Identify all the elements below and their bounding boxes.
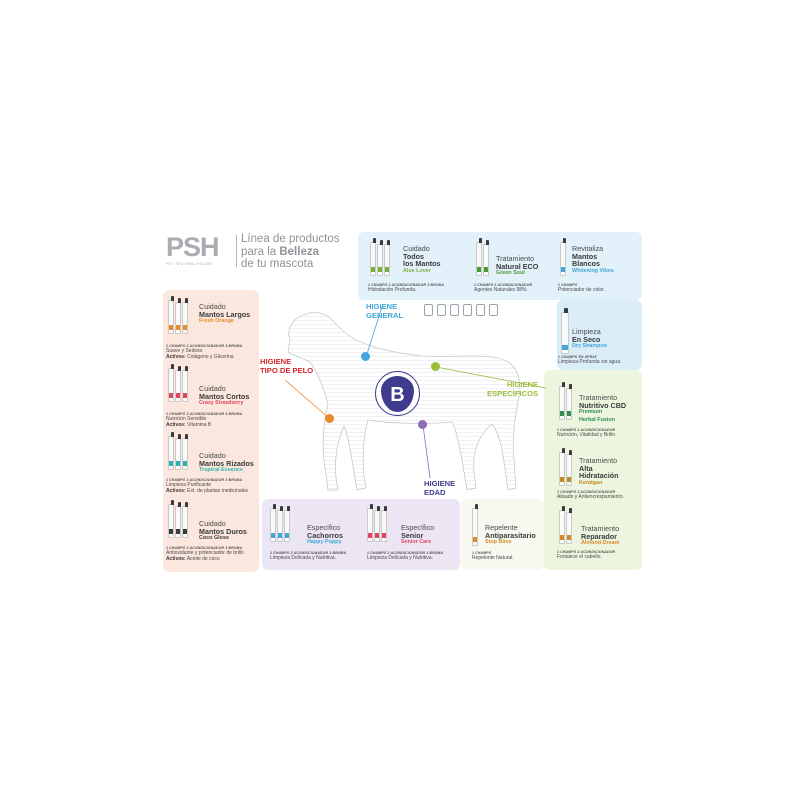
bottles-icon bbox=[559, 448, 572, 486]
title-divider bbox=[236, 235, 237, 267]
paw-icon bbox=[476, 304, 485, 316]
panel-limpieza-en-seco bbox=[557, 300, 642, 370]
bottles-icon bbox=[559, 506, 572, 544]
higiene-edad-dot bbox=[418, 420, 427, 429]
higiene-tipo-pelo-dot bbox=[325, 414, 334, 423]
logo-mark: PSH bbox=[166, 232, 220, 262]
panel-higiene-edad bbox=[262, 499, 460, 570]
bottles-icon bbox=[168, 432, 188, 470]
product-en-seco[interactable]: Limpieza En Seco Dry Shampoo 1 CHAMPÚ EN… bbox=[558, 304, 640, 368]
product-mantos-duros[interactable]: Cuidado Mantos Duros Coco Gloss 1 CHAMPÚ… bbox=[166, 500, 258, 568]
product-nutritivo-cbd[interactable]: Tratamiento Nutritivo CBD Premium Herbal… bbox=[557, 378, 641, 442]
product-repelente[interactable]: Repelente Antiparasitario Stop Bites 1 C… bbox=[470, 502, 544, 568]
bottles-icon bbox=[168, 296, 188, 334]
spray-bottle-icon bbox=[561, 308, 569, 354]
bottles-icon bbox=[168, 364, 188, 402]
brand-badge-letter: B bbox=[381, 375, 414, 412]
bottles-icon bbox=[370, 238, 390, 276]
bottles-icon bbox=[476, 238, 489, 276]
page-title: Línea de productos para la Belleza de tu… bbox=[241, 233, 339, 271]
higiene-especificos-dot bbox=[431, 362, 440, 371]
product-mantos-largos[interactable]: Cuidado Mantos Largos Fresh Orange 1 CHA… bbox=[166, 296, 258, 360]
psh-logo: PSH PET SPA HEALTHCARE bbox=[166, 234, 234, 270]
higiene-general-dot bbox=[361, 352, 370, 361]
bottles-icon bbox=[472, 504, 478, 546]
brand-badge: B bbox=[375, 371, 420, 416]
product-todos-los-mantos[interactable]: Cuidado Todos los Mantos Aloe Lover 1 CH… bbox=[368, 236, 460, 298]
product-cachorros[interactable]: Específico Cachorros Happy Puppy 1 CHAMP… bbox=[268, 502, 360, 568]
bottles-icon bbox=[270, 504, 290, 542]
product-mantos-cortos[interactable]: Cuidado Mantos Cortos Crazy Strawberry 1… bbox=[166, 364, 258, 432]
bottle-icon bbox=[424, 304, 433, 316]
product-alta-hidratacion[interactable]: Tratamiento Alta Hidratación Keratgan 1 … bbox=[557, 444, 641, 504]
panel-higiene-general bbox=[358, 232, 642, 300]
category-especificos: HIGIENE ESPECÍFICOS bbox=[487, 380, 539, 398]
product-senior[interactable]: Específico Senior Senior Care 1 CHAMPÚ 2… bbox=[365, 502, 457, 568]
bottles-icon bbox=[168, 500, 188, 538]
category-tipo-de-pelo: HIGIENE TIPO DE PELO bbox=[260, 357, 314, 375]
category-general: HIGIENE GENERAL bbox=[366, 302, 404, 320]
bottles-icon bbox=[560, 238, 566, 276]
product-mantos-rizados[interactable]: Cuidado Mantos Rizados Tropical Essence … bbox=[166, 432, 258, 498]
product-natural-eco[interactable]: Tratamiento Natural ECO Green Soul 1 CHA… bbox=[474, 236, 554, 298]
product-reparador[interactable]: Tratamiento Reparador Almond Dream 1 CHA… bbox=[557, 504, 641, 566]
leaf-icon bbox=[437, 304, 446, 316]
product-mantos-blancos[interactable]: Revitaliza Mantos Blancos Whitening Vibe… bbox=[558, 236, 640, 298]
bottles-icon bbox=[367, 504, 387, 542]
recycle-icon bbox=[489, 304, 498, 316]
category-edad: HIGIENE EDAD bbox=[424, 479, 456, 497]
feature-icons bbox=[424, 304, 498, 316]
title-line-3: de tu mascota bbox=[241, 258, 314, 270]
title-line-1: Línea de productos bbox=[241, 233, 340, 245]
drop-icon bbox=[450, 304, 459, 316]
bottles-icon bbox=[559, 382, 572, 420]
logo-subtitle: PET SPA HEALTHCARE bbox=[166, 262, 213, 266]
shield-icon bbox=[463, 304, 472, 316]
title-line-2: para la Belleza bbox=[241, 245, 319, 258]
